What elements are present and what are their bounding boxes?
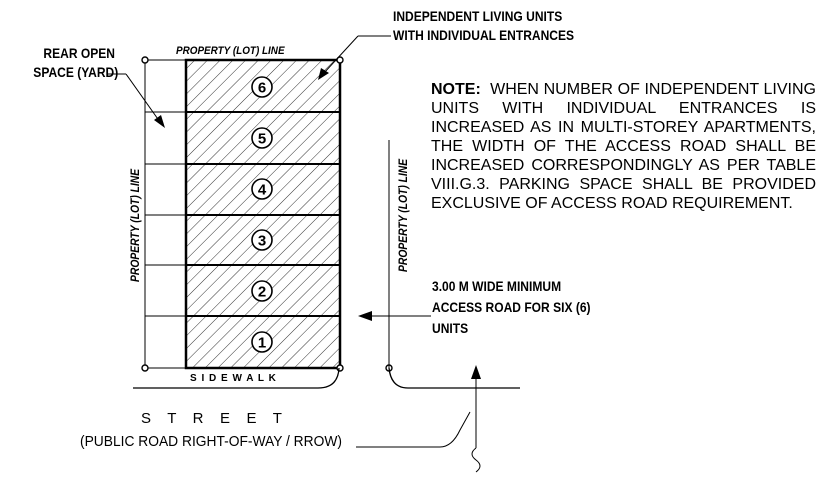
property-line-right-label: PROPERTY (LOT) LINE xyxy=(396,158,410,272)
leader-rear-yard xyxy=(108,73,161,123)
access-road-label: 3.00 M WIDE MINIMUM ACCESS ROAD FOR SIX … xyxy=(432,276,591,339)
property-line-top-label: PROPERTY (LOT) LINE xyxy=(176,45,285,57)
unit-marker-2: 2 xyxy=(251,280,273,302)
note-text: WHEN NUMBER OF INDEPENDENT LIVING UNITS … xyxy=(431,81,816,212)
note-heading: NOTE: xyxy=(431,81,481,98)
label-line: UNITS xyxy=(432,320,469,336)
sidewalk-label: S I D E W A L K xyxy=(190,373,277,384)
unit-marker-4: 4 xyxy=(251,178,273,200)
label-line: INDEPENDENT LIVING UNITS xyxy=(393,8,563,24)
label-line: ACCESS ROAD FOR SIX (6) xyxy=(432,299,591,315)
unit-marker-1: 1 xyxy=(251,331,273,353)
unit-number: 2 xyxy=(258,284,266,301)
unit-number: 1 xyxy=(258,335,266,352)
unit-marker-3: 3 xyxy=(251,229,273,251)
arrowhead xyxy=(318,68,329,80)
rear-open-space-label: REAR OPEN SPACE (YARD) xyxy=(33,44,119,82)
leader-rrow xyxy=(356,378,481,473)
unit-dividers xyxy=(186,111,340,317)
street-label: S T R E E T xyxy=(141,410,283,427)
arrowhead xyxy=(154,115,165,128)
note-block: NOTE: WHEN NUMBER OF INDEPENDENT LIVING … xyxy=(431,80,816,213)
label-line: 3.00 M WIDE MINIMUM xyxy=(432,278,562,294)
leader-independent-units xyxy=(322,35,391,75)
rear-yard-dividers xyxy=(145,111,186,317)
property-line-left-label: PROPERTY (LOT) LINE xyxy=(128,168,142,282)
label-line: WITH INDIVIDUAL ENTRANCES xyxy=(393,27,575,43)
unit-number: 3 xyxy=(258,233,266,250)
street-edge xyxy=(133,367,520,389)
label-line: REAR OPEN xyxy=(43,45,115,61)
rrow-label: (PUBLIC ROAD RIGHT-OF-WAY / RROW) xyxy=(80,433,342,450)
independent-units-label: INDEPENDENT LIVING UNITS WITH INDIVIDUAL… xyxy=(393,7,574,45)
unit-markers: 6 5 4 3 2 1 xyxy=(251,76,273,353)
arrowhead xyxy=(471,365,481,379)
unit-number: 4 xyxy=(258,182,267,199)
unit-number: 6 xyxy=(258,80,266,97)
arrowhead xyxy=(358,311,372,321)
unit-marker-6: 6 xyxy=(251,76,273,98)
label-line: SPACE (YARD) xyxy=(33,64,119,80)
unit-number: 5 xyxy=(258,131,266,148)
unit-marker-5: 5 xyxy=(251,127,273,149)
